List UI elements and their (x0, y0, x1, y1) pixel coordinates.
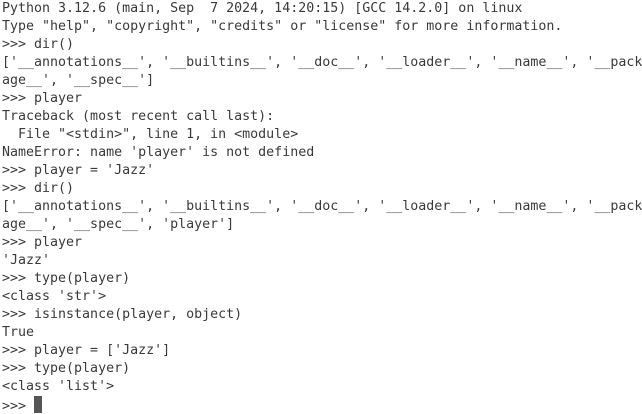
terminal-line: >>> player (2, 91, 83, 106)
terminal-line: File "<stdin>", line 1, in <module> (2, 127, 299, 142)
terminal-line: >>> player = ['Jazz'] (2, 343, 171, 358)
terminal-line: >>> type(player) (2, 361, 131, 376)
terminal-line: <class 'str'> (2, 289, 107, 304)
terminal-line: Type "help", "copyright", "credits" or "… (2, 19, 563, 34)
terminal-line: ['__annotations__', '__builtins__', '__d… (2, 199, 642, 214)
terminal-line: >>> type(player) (2, 271, 131, 286)
terminal-line: age__', '__spec__'] (2, 73, 155, 88)
terminal-line: >>> dir() (2, 37, 75, 52)
prompt: >>> (2, 399, 35, 414)
terminal-line: ['__annotations__', '__builtins__', '__d… (2, 55, 642, 70)
terminal-line: >>> player = 'Jazz' (2, 163, 155, 178)
terminal-line: >>> dir() (2, 181, 75, 196)
input-prompt-line[interactable]: >>> (2, 396, 642, 414)
terminal-line: True (2, 325, 35, 340)
terminal-line: >>> isinstance(player, object) (2, 307, 243, 322)
terminal-line: 'Jazz' (2, 253, 51, 268)
text-cursor (34, 396, 43, 413)
terminal-line: Traceback (most recent call last): (2, 109, 275, 124)
terminal-line: <class 'list'> (2, 379, 115, 394)
terminal-line: NameError: name 'player' is not defined (2, 145, 315, 160)
terminal-line: >>> player (2, 235, 83, 250)
terminal-line: Python 3.12.6 (main, Sep 7 2024, 14:20:1… (2, 1, 523, 16)
terminal-line: age__', '__spec__', 'player'] (2, 217, 235, 232)
